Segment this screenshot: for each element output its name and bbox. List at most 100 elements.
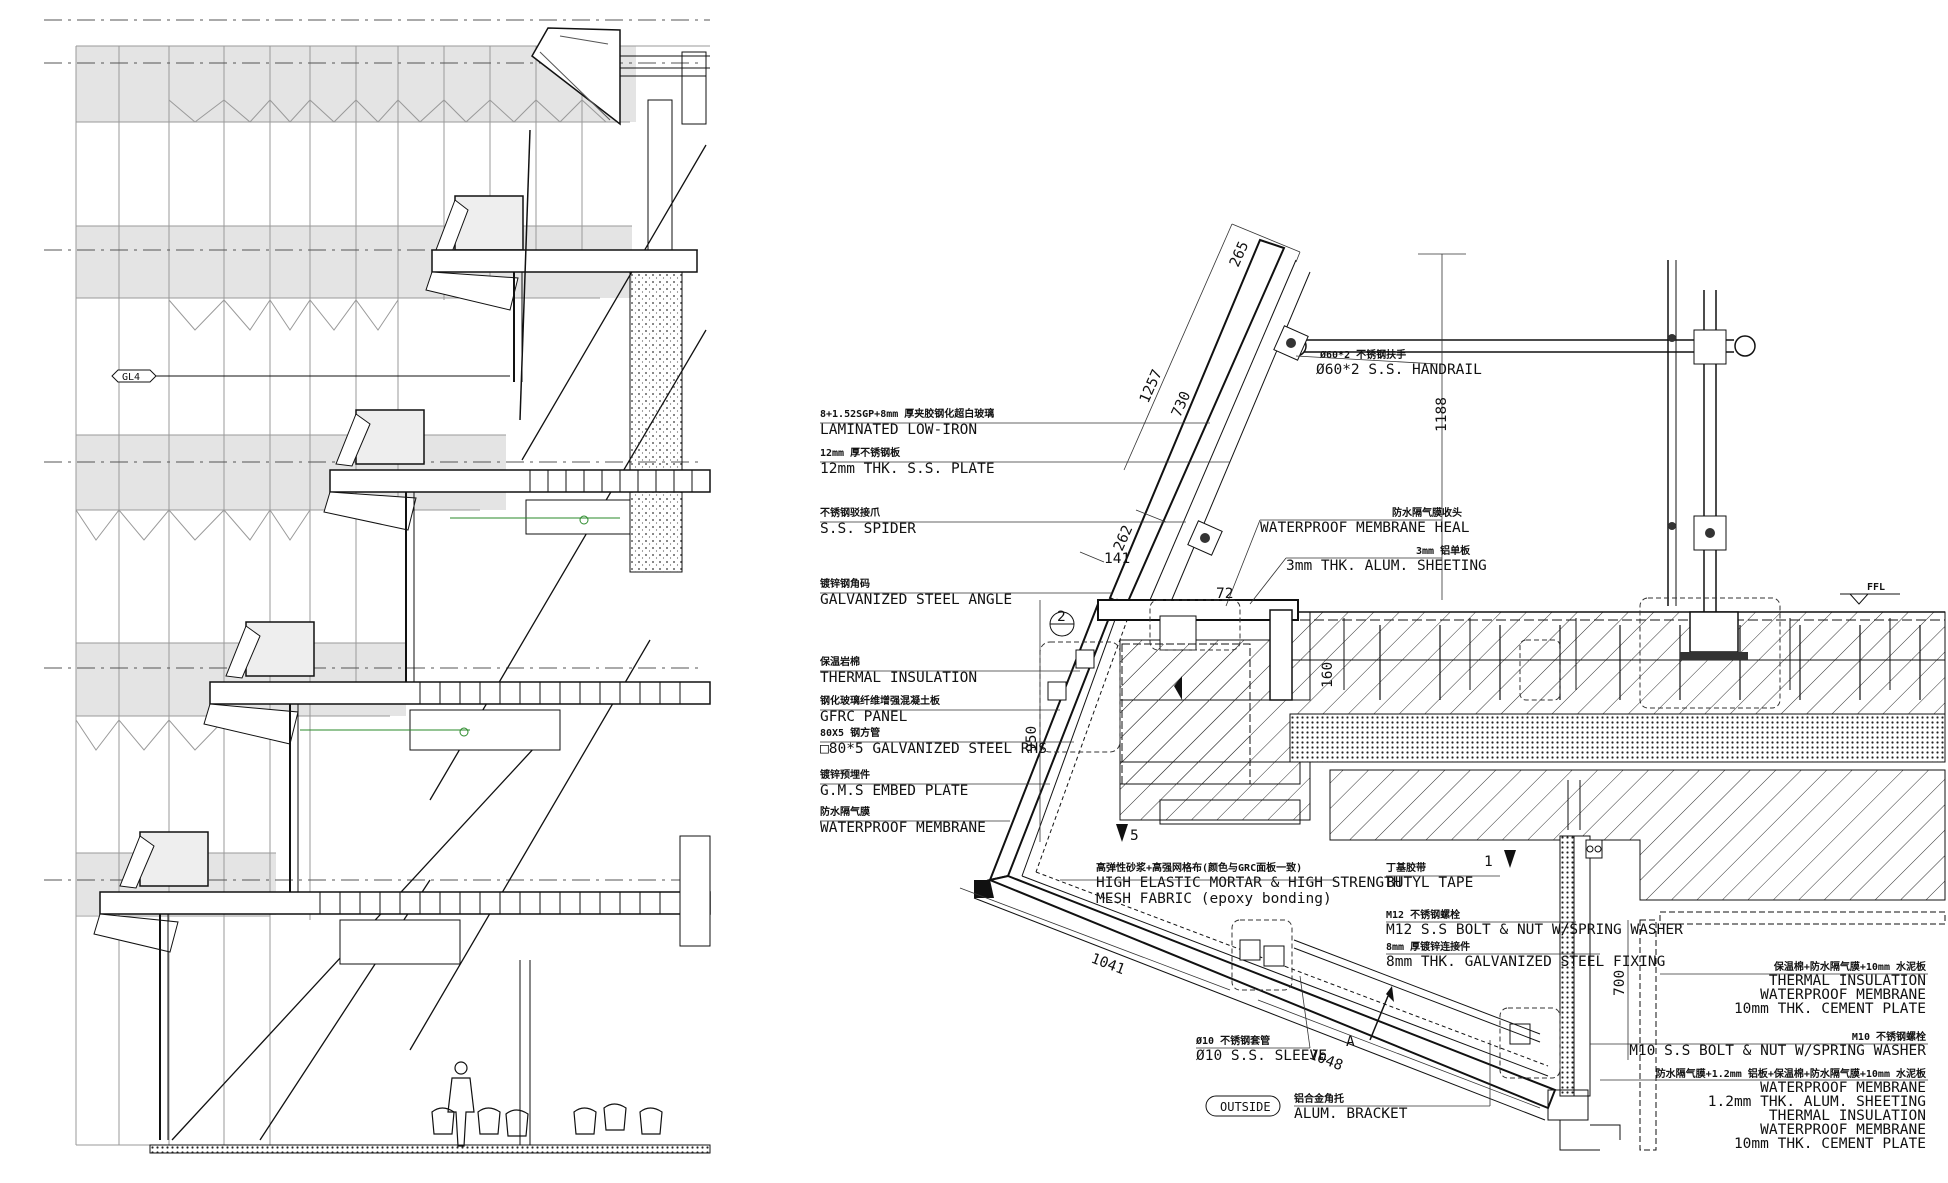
facade-detail: FFL 265 1257 730 262 141 1188 72 950 160… xyxy=(819,223,1946,1152)
dim-950: 950 xyxy=(1024,726,1040,752)
callout-cn: 高弹性砂浆+高强网格布(颜色与GRC面板一致) xyxy=(1096,861,1302,874)
callout: 保温岩棉 THERMAL INSULATION xyxy=(819,655,1080,686)
callout-en: Ø10 S.S. SLEEVE xyxy=(1196,1048,1327,1064)
gfrc-panel xyxy=(973,598,1557,1121)
screed-layer xyxy=(1289,713,1946,763)
marker-1: 1 xyxy=(1484,854,1493,870)
callout-cn: 镀锌预埋件 xyxy=(820,768,870,781)
callout-cn: 铝合金角托 xyxy=(1294,1092,1344,1105)
core-wall xyxy=(629,267,683,573)
callout-en: WATERPROOF MEMBRANE xyxy=(1760,1080,1926,1096)
callout-cn: Ø10 不锈钢套管 xyxy=(1195,1034,1270,1047)
balcony-levels xyxy=(93,129,711,1140)
callout: 防水隔气膜 WATERPROOF MEMBRANE xyxy=(820,805,1010,836)
callout: 8+1.52SGP+8mm 厚夹胶钢化超白玻璃 LAMINATED LOW-IR… xyxy=(820,407,1210,438)
callout-sleeve: Ø10 不锈钢套管 Ø10 S.S. SLEEVE xyxy=(1195,975,1327,1064)
dim-1257: 1257 xyxy=(1137,367,1166,405)
callout-cn: M10 不锈钢螺栓 xyxy=(1852,1030,1926,1043)
callout-en: THERMAL INSULATION xyxy=(1769,1108,1926,1124)
marker-2: 2 xyxy=(1057,609,1066,625)
callout: 钢化玻璃纤维增强混凝土板 GFRC PANEL xyxy=(820,694,1060,725)
floor-joists xyxy=(1379,625,1921,700)
facade-grid xyxy=(75,45,710,1146)
callout-cn: Ø60*2 不锈钢扶手 xyxy=(1319,348,1406,361)
callout-cn: 不锈钢驳接爪 xyxy=(820,506,881,519)
callout-cn: 80X5 钢方管 xyxy=(820,726,880,739)
callout-en: M12 S.S BOLT & NUT W/SPRING WASHER xyxy=(1386,922,1683,938)
callout-en: 8mm THK. GALVANIZED STEEL FIXING xyxy=(1386,954,1665,970)
callout-en: HIGH ELASTIC MORTAR & HIGH STRENGTH xyxy=(1096,875,1402,891)
post-base xyxy=(1689,611,1739,653)
galvanized-angle xyxy=(1097,599,1299,621)
callout-fixing: 8mm 厚镀锌连接件 8mm THK. GALVANIZED STEEL FIX… xyxy=(1386,940,1665,970)
spider-fittings xyxy=(1187,325,1309,556)
callouts-right: 保温棉+防水隔气膜+10mm 水泥板 THERMAL INSULATION WA… xyxy=(1590,960,1928,1152)
handrail xyxy=(1285,260,1756,660)
outside-tag xyxy=(1205,1095,1281,1117)
callout: 镀锌钢角码 GALVANIZED STEEL ANGLE xyxy=(820,577,1112,608)
callout-en: WATERPROOF MEMBRANE xyxy=(820,820,986,836)
glass-type-tag: GL4 xyxy=(111,369,510,383)
callout-en: 12mm THK. S.S. PLATE xyxy=(820,461,995,477)
callout-cn: 3mm 铝单板 xyxy=(1416,544,1471,557)
dim-160: 160 xyxy=(1320,662,1336,688)
base-plate xyxy=(1680,652,1748,660)
roof-skylight xyxy=(531,27,621,126)
callout-en: BUTYL TAPE xyxy=(1386,875,1473,891)
dim-700: 700 xyxy=(1612,970,1628,996)
callout-cn: 保温岩棉 xyxy=(819,655,860,668)
balcony-level xyxy=(93,831,711,1140)
callout-en: LAMINATED LOW-IRON xyxy=(820,422,977,438)
outside-label: OUTSIDE xyxy=(1220,1100,1271,1114)
callout-en: □80*5 GALVANIZED STEEL RHS xyxy=(820,741,1047,757)
glass-tag-label: GL4 xyxy=(122,372,140,383)
callout-cn: 镀锌钢角码 xyxy=(820,577,870,590)
ffl-label: FFL xyxy=(1867,582,1885,593)
callout-cn: 12mm 厚不锈钢板 xyxy=(820,446,901,459)
callout-cn: 8+1.52SGP+8mm 厚夹胶钢化超白玻璃 xyxy=(820,407,994,420)
callouts-mid: Ø60*2 不锈钢扶手 Ø60*2 S.S. HANDRAIL 防水隔气膜收头 … xyxy=(1060,348,1683,1122)
callout-en: WATERPROOF MEMBRANE xyxy=(1760,1122,1926,1138)
callout: 80X5 钢方管 □80*5 GALVANIZED STEEL RHS xyxy=(820,726,1074,757)
ground-floor xyxy=(149,1144,711,1154)
callout-handrail: Ø60*2 不锈钢扶手 Ø60*2 S.S. HANDRAIL xyxy=(1295,348,1482,378)
marker-a: A xyxy=(1346,1034,1355,1050)
callout-butyl: 丁基胶带 BUTYL TAPE xyxy=(1386,861,1500,891)
dimension-lines xyxy=(959,223,1629,1109)
thermal-insulation xyxy=(1121,643,1251,785)
callout-alum-sheeting: 3mm 铝单板 3mm THK. ALUM. SHEETING xyxy=(1249,544,1487,605)
furniture-figures xyxy=(431,1061,663,1147)
callout-en: THERMAL INSULATION xyxy=(1769,973,1926,989)
section-markers: 2 5 1 A xyxy=(1049,609,1516,1050)
callout-cn: M12 不锈钢螺栓 xyxy=(1386,908,1460,921)
callout-cn: 保温棉+防水隔气膜+10mm 水泥板 xyxy=(1773,960,1927,973)
core-column xyxy=(647,99,673,269)
callout-en: MESH FABRIC (epoxy bonding) xyxy=(1096,891,1332,907)
ffl-marker: FFL xyxy=(1840,582,1900,605)
callout-en: ALUM. BRACKET xyxy=(1294,1106,1408,1122)
callout-en: S.S. SPIDER xyxy=(820,521,916,537)
slab-posts xyxy=(1343,618,1891,690)
callout-en: G.M.S EMBED PLATE xyxy=(820,783,968,799)
fixings xyxy=(1047,649,1561,1079)
dim-141: 141 xyxy=(1104,551,1130,567)
callout-en: WATERPROOF MEMBRANE HEAL xyxy=(1260,520,1470,536)
callout-en: 3mm THK. ALUM. SHEETING xyxy=(1286,558,1487,574)
callout: 12mm 厚不锈钢板 12mm THK. S.S. PLATE xyxy=(820,446,1230,477)
callout: 镀锌预埋件 G.M.S EMBED PLATE xyxy=(820,768,1050,799)
callout-cn: 丁基胶带 xyxy=(1386,861,1426,874)
balcony-level xyxy=(323,409,711,690)
balcony-level xyxy=(203,621,711,900)
callouts-left: 8+1.52SGP+8mm 厚夹胶钢化超白玻璃 LAMINATED LOW-IR… xyxy=(819,407,1230,836)
callout-bracket: 铝合金角托 ALUM. BRACKET xyxy=(1294,1040,1491,1122)
callout-m12: M12 不锈钢螺栓 M12 S.S BOLT & NUT W/SPRING WA… xyxy=(1386,908,1683,938)
callout-en: GFRC PANEL xyxy=(820,709,908,725)
marker-5: 5 xyxy=(1130,828,1139,844)
building-section: GL4 xyxy=(44,19,711,1154)
dim-1188: 1188 xyxy=(1434,397,1450,432)
balcony-level xyxy=(425,129,698,421)
callout-en: 1.2mm THK. ALUM. SHEETING xyxy=(1708,1094,1926,1110)
callout-membrane-heal: 防水隔气膜收头 WATERPROOF MEMBRANE HEAL xyxy=(1225,506,1470,607)
callout-cn: 钢化玻璃纤维增强混凝土板 xyxy=(820,694,941,707)
